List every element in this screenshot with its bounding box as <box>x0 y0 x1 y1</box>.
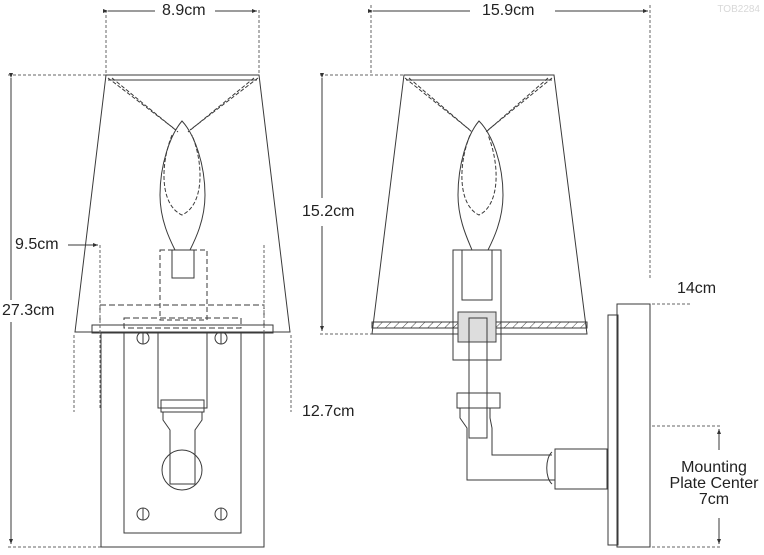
mounting-label-line2: Plate Center <box>669 475 759 492</box>
plate-to-top-label: 14cm <box>675 280 719 297</box>
shade-bottom-width-label: 9.5cm <box>13 236 61 253</box>
mounting-label-value: 7cm <box>698 491 730 508</box>
shade-height-label: 15.2cm <box>300 203 357 220</box>
side-view <box>320 5 722 548</box>
overall-height-label: 27.3cm <box>0 302 57 319</box>
mounting-plate-center-label: Mounting Plate Center 7cm <box>664 460 764 508</box>
top-width-label: 8.9cm <box>160 2 208 19</box>
depth-label: 15.9cm <box>480 2 537 19</box>
product-code: TOB2284 <box>717 4 760 15</box>
mounting-label-line1: Mounting <box>681 459 747 476</box>
front-view <box>8 9 292 548</box>
backplate-width-label: 12.7cm <box>300 403 357 420</box>
